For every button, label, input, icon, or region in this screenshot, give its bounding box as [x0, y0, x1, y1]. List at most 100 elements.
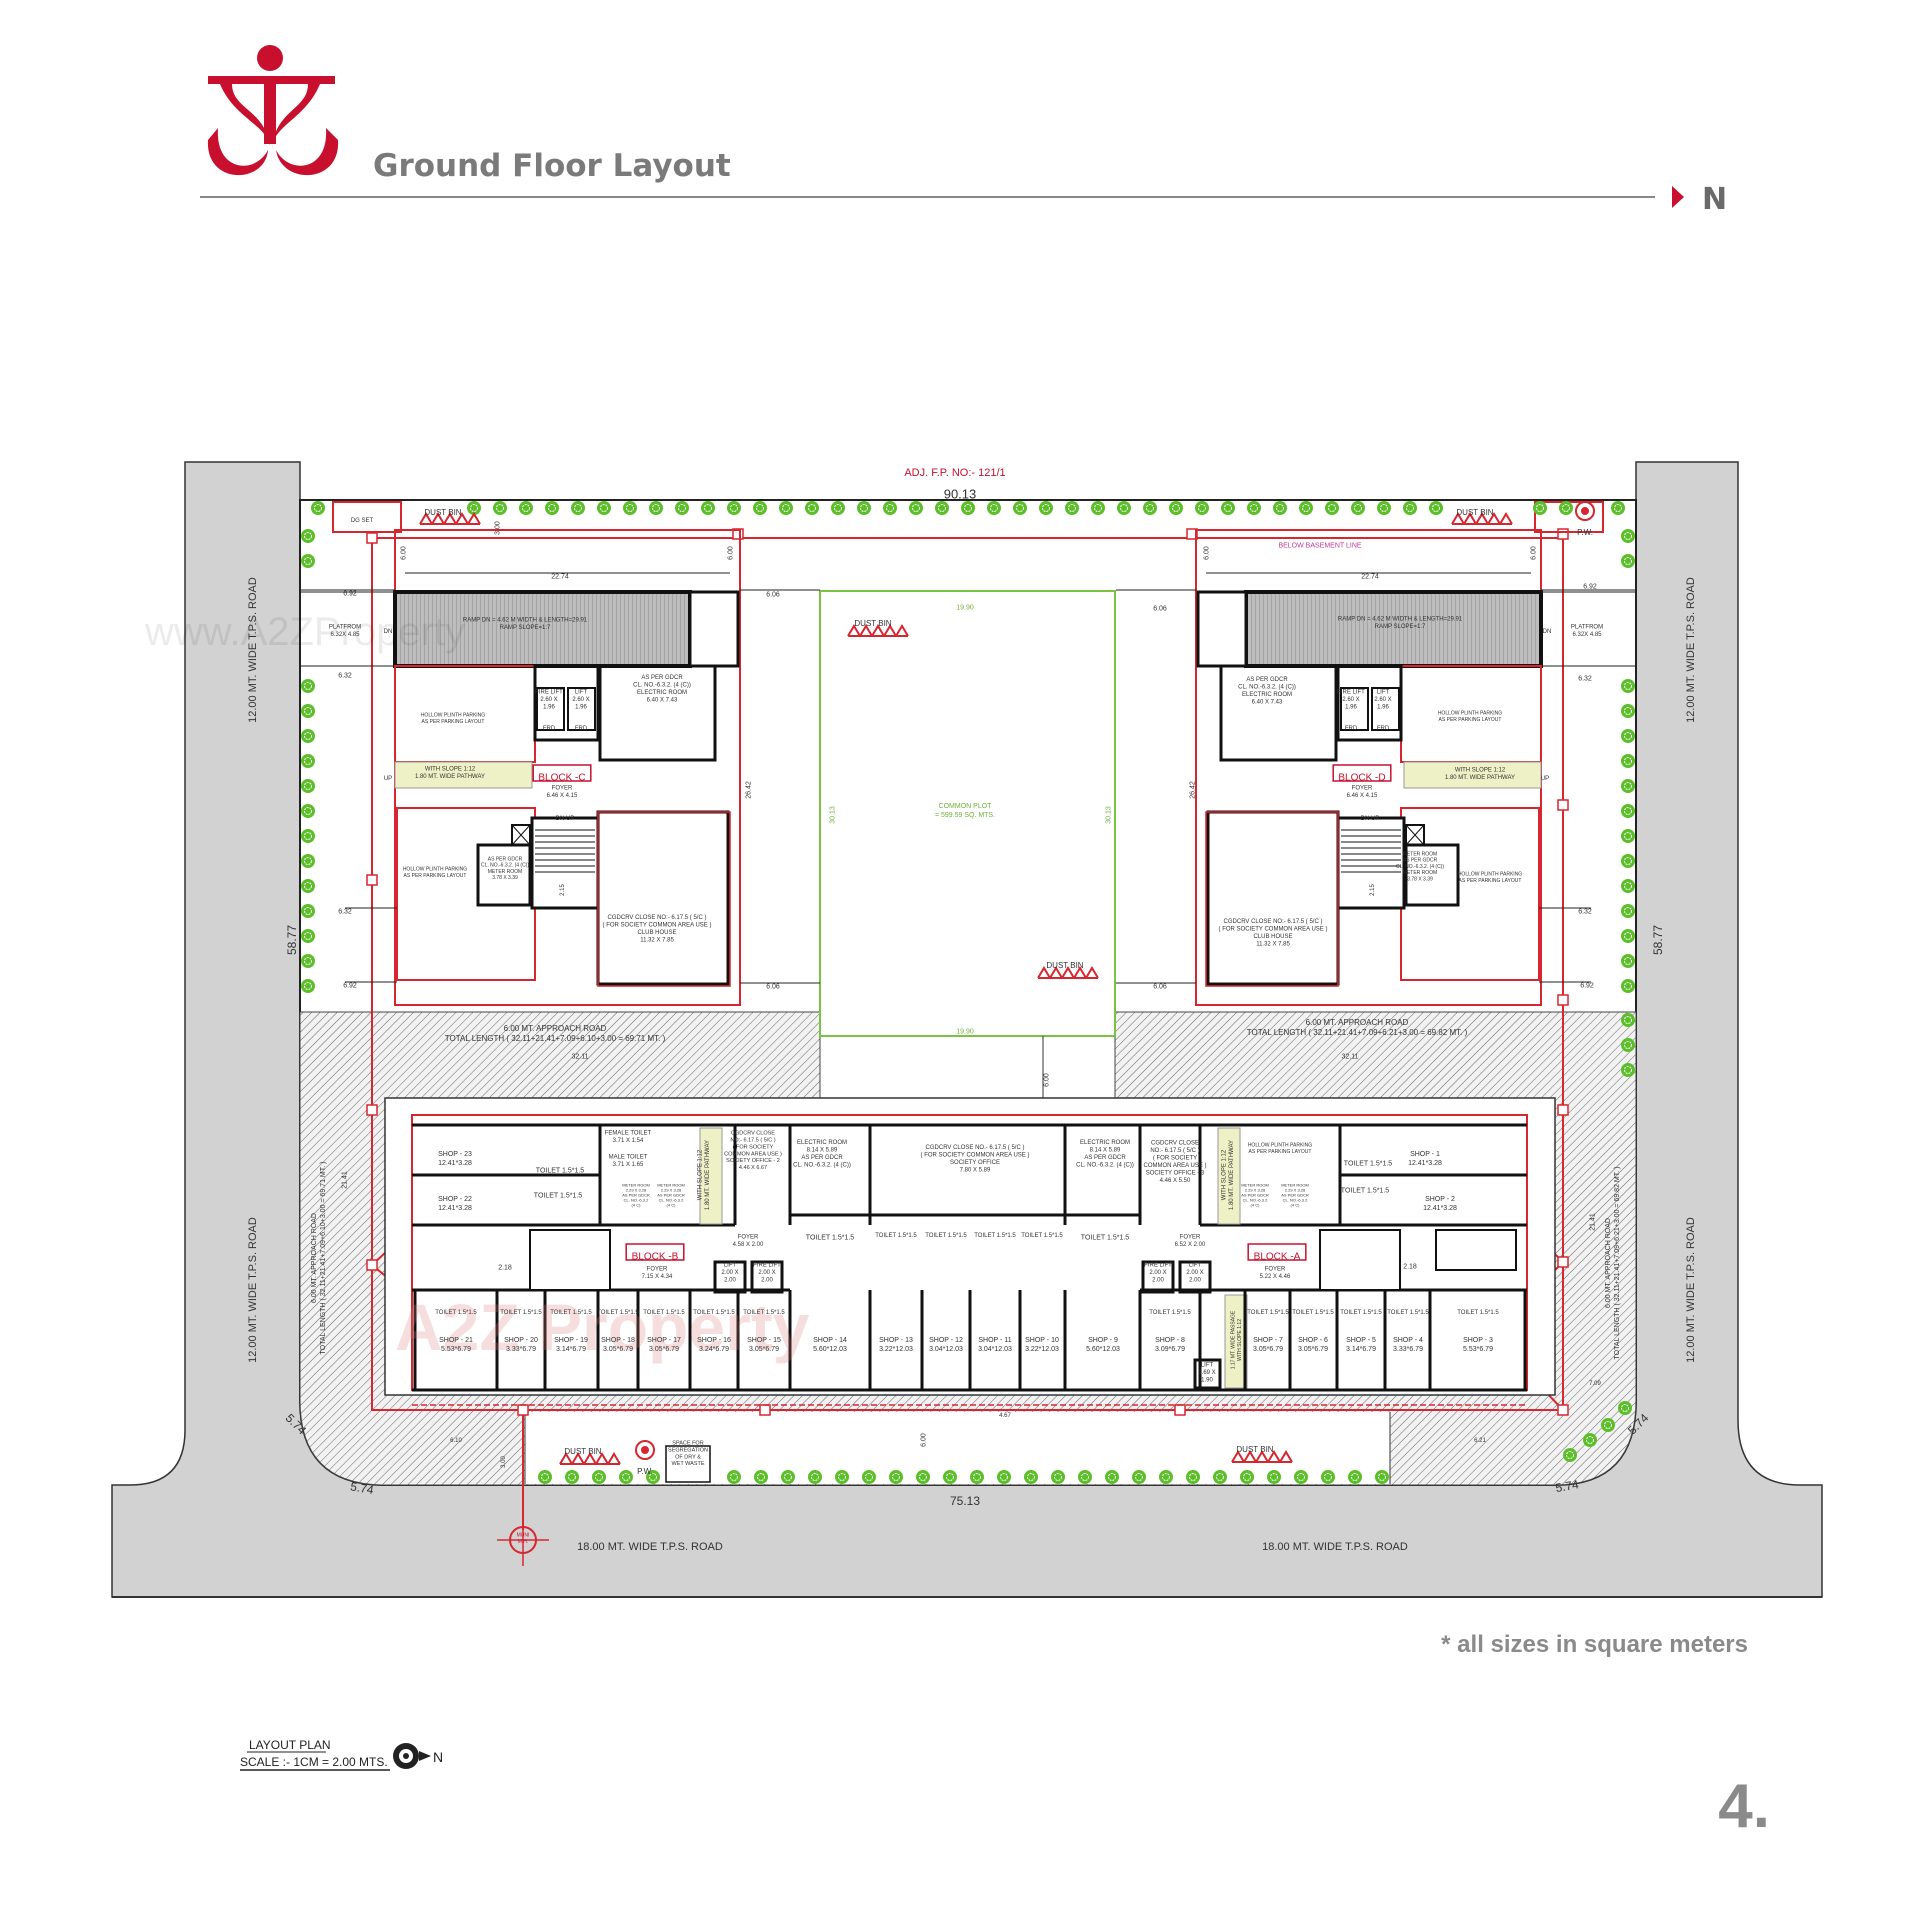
- label-dim-600-d1: 6.00: [1203, 546, 1210, 560]
- label-text: 6.52 X 2.00: [1175, 1242, 1206, 1248]
- label-text: 12.41*3.28: [438, 1205, 472, 1212]
- label-shop-4: SHOP - 43.33*6.79: [1393, 1337, 1423, 1353]
- label-up-d: UP: [1541, 776, 1549, 782]
- dust-bin-icon: [419, 512, 481, 525]
- label-text: FIRE LIFT: [535, 690, 563, 696]
- label-dim-621: 6.21: [1474, 1438, 1486, 1444]
- label-text: SHOP - 23: [438, 1151, 472, 1158]
- label-ramp-dn-c: DN: [384, 629, 393, 635]
- label-road-right-2: 12.00 MT. WIDE T.P.S. ROAD: [1685, 1217, 1697, 1363]
- inspection-chamber-icon: [366, 1259, 378, 1271]
- label-text: 5.60*12.03: [813, 1346, 847, 1353]
- label-text: 3.05*6.79: [1298, 1346, 1328, 1353]
- tree-icon: [1117, 501, 1131, 515]
- inspection-chamber-icon: [1557, 1404, 1569, 1416]
- tree-icon: [909, 501, 923, 515]
- label-text: CGDCRV CLOSE NO:- 6.17.5 ( 5/C ): [1224, 919, 1323, 925]
- label-text: CL. NO.-6.3.2: [624, 1197, 649, 1202]
- inspection-chamber-icon: [517, 1404, 529, 1416]
- label-text: 6.21: [1474, 1438, 1486, 1444]
- label-text: CL. NO.-6.3.2. (4 (C)): [633, 682, 691, 688]
- label-dim-1990-t: 19.90: [956, 604, 974, 611]
- label-text: 1.80 MT. WIDE PATHWAY: [1229, 1140, 1235, 1210]
- label-text: 3.00: [494, 521, 501, 535]
- label-text: FRD: [575, 726, 588, 732]
- label-dim-3013-l: 30.13: [829, 806, 836, 824]
- label-text: AS PER GDCR: [801, 1155, 843, 1161]
- label-text: CL. NO.-6.3.2. (4 (C)): [1076, 1162, 1134, 1168]
- label-text: 8.14 X 5.89: [807, 1147, 838, 1153]
- label-text: METER ROOM: [1241, 1182, 1269, 1187]
- tree-icon: [1213, 1470, 1227, 1484]
- label-text: TOTAL LENGTH ( 32.11+21.41+7.09+6.21+3.0…: [1247, 1028, 1468, 1037]
- label-text: 1.80 MT. WIDE PATHWAY: [1445, 775, 1515, 781]
- tree-icon: [1348, 1470, 1362, 1484]
- label-text: 30.13: [1105, 806, 1112, 824]
- label-text: 26.42: [745, 781, 752, 799]
- label-text: SHOP - 19: [554, 1337, 588, 1344]
- label-text: BELOW BASEMENT LINE: [1278, 542, 1361, 549]
- toilet-label: TOILET 1.5*1.5: [925, 1233, 967, 1239]
- label-road-left-2: 12.00 MT. WIDE T.P.S. ROAD: [247, 1217, 259, 1363]
- label-dim-3013-r: 30.13: [1105, 806, 1112, 824]
- label-shop-19: SHOP - 193.14*6.79: [554, 1337, 588, 1353]
- tree-icon: [1621, 729, 1635, 743]
- toilet-label: TOILET 1.5*1.5: [597, 1310, 639, 1316]
- label-text: WITH SLOPE 1:12: [1455, 767, 1506, 773]
- tree-icon: [1065, 501, 1079, 515]
- label-text: SHOP - 22: [438, 1196, 472, 1203]
- label-text: 12.00 MT. WIDE T.P.S. ROAD: [1685, 1217, 1697, 1363]
- label-text: (4 C): [1291, 1202, 1301, 1207]
- label-text: (4 C): [1251, 1202, 1261, 1207]
- toilet-label: TOILET 1.5*1.5: [500, 1310, 542, 1316]
- label-text: AS PER PARKING LAYOUT: [422, 719, 485, 725]
- label-text: 3.33*6.79: [1393, 1346, 1423, 1353]
- label-text: SHOP - 1: [1410, 1151, 1440, 1158]
- label-text: FIRE LIFT: [753, 1263, 781, 1269]
- tree-icon: [1267, 1470, 1281, 1484]
- tree-icon: [1351, 501, 1365, 515]
- label-text: DUST BIN: [424, 508, 461, 517]
- toilet-label: TOILET 1.5*1.5: [1292, 1310, 1334, 1316]
- label-text: WITH SLOPE 1:12: [1237, 1319, 1243, 1361]
- label-text: 75.13: [950, 1494, 980, 1508]
- label-text: SOCIETY OFFICE: [950, 1160, 1000, 1166]
- inspection-chamber-icon: [1174, 1404, 1186, 1416]
- pw-icon: [1575, 501, 1595, 521]
- label-text: TOTAL LENGTH ( 32.11+21.41+7.09+6.10+3.0…: [445, 1034, 666, 1043]
- label-text: CGDCRV CLOSE NO:- 6.17.5 ( 5/C ): [608, 915, 707, 921]
- label-dim-1990-b: 19.90: [956, 1028, 974, 1035]
- label-dim-2642-c: 26.42: [745, 781, 752, 799]
- label-dim-574-b: 5.74: [349, 1479, 375, 1497]
- label-text: 32.11: [572, 1053, 589, 1060]
- label-text: 1.90: [1201, 1378, 1213, 1384]
- block-c-plan: [300, 501, 820, 1006]
- label-text: AS PER PARKING LAYOUT: [1459, 878, 1522, 884]
- label-text: 12.41*3.28: [438, 1160, 472, 1167]
- label-dim-300-c: 3.00: [494, 521, 501, 535]
- tree-icon: [1621, 1038, 1635, 1052]
- label-text: RAMP SLOPE=1:7: [500, 625, 551, 631]
- label-dim-600-b: 6.00: [920, 1433, 927, 1447]
- label-text: 2.00: [761, 1278, 773, 1284]
- inspection-chamber-icon: [366, 532, 378, 544]
- label-text: 7.09: [1589, 1381, 1601, 1387]
- label-text: FOYER: [647, 1266, 668, 1272]
- label-text: CL. NO.-6.3.2. (4 (C)): [1238, 684, 1296, 690]
- label-text: 6.32: [338, 908, 352, 915]
- tree-icon: [1013, 501, 1027, 515]
- label-shop-15: SHOP - 153.05*6.79: [747, 1337, 781, 1353]
- tree-icon: [862, 1470, 876, 1484]
- tree-icon: [565, 1470, 579, 1484]
- label-dim-692-c2: 6.92: [343, 982, 357, 989]
